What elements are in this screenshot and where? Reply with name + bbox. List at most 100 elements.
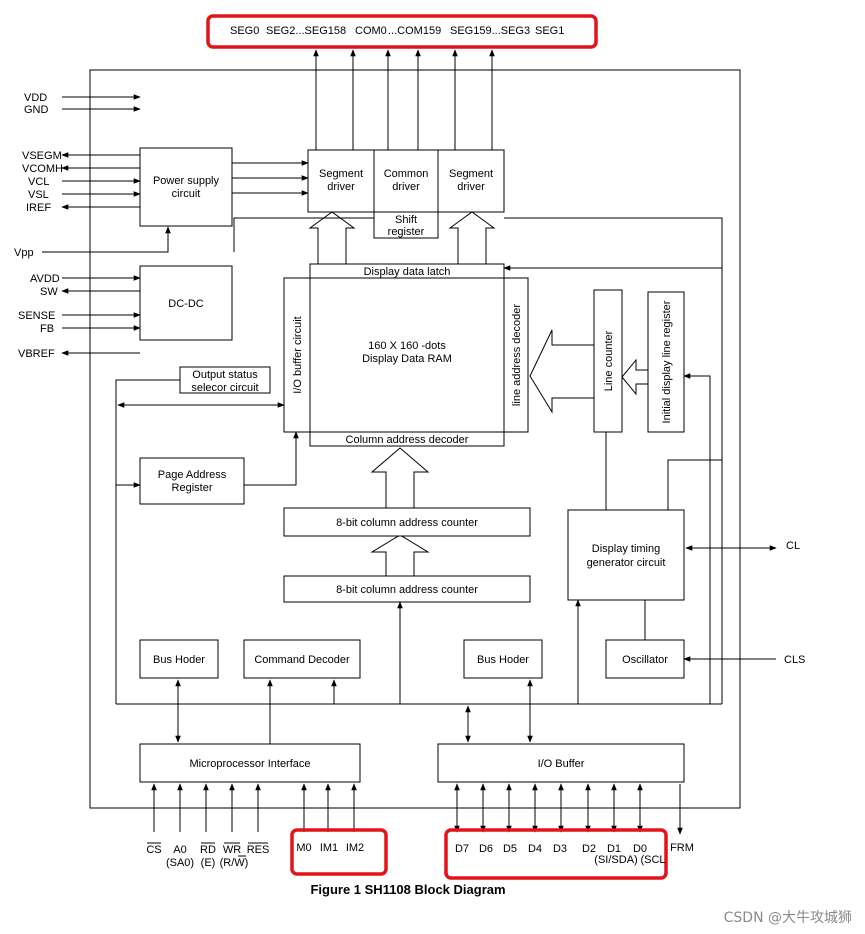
data-pins-highlight [444,828,668,880]
line-counter-to-decoder-arrow [529,329,595,414]
segment-driver-right [437,149,505,213]
bus-holder-right-label: Bus Hoder [477,654,529,666]
pin-vcomh: VCOMH [22,163,63,175]
pin-rw: (R/W) [220,857,249,869]
pin-sa0: (SA0) [166,857,194,869]
pin-sense: SENSE [18,310,55,322]
pin-avdd: AVDD [30,273,60,285]
shift-register [373,211,439,239]
page-address-label-1: Page Address [158,469,227,481]
common-driver-label-1: Common [384,168,429,180]
display-timing-label-1: Display timing [592,543,660,555]
line-counter-label: Line counter [603,330,615,391]
pin-a0: A0 [173,844,186,856]
ram-label-2: Display Data RAM [362,353,452,365]
bus-holder-left-label: Bus Hoder [153,654,205,666]
oscillator [605,639,685,679]
segment-driver-left [307,149,375,213]
io-buffer-circuit [283,277,311,433]
pin-wr: WR [223,844,241,856]
page-address-register [139,457,245,505]
output-status-label-2: selecor circuit [191,382,258,394]
counter-to-column-decoder-arrow [370,447,430,509]
power-supply-block [139,147,233,227]
pin-im2: IM2 [346,842,364,854]
data-pin-arrows [454,783,683,835]
pin-e: (E) [201,857,216,869]
initial-display-line-register-label: Initial display line register [661,300,673,423]
top-pin-seg2-158: SEG2...SEG158 [266,25,346,37]
top-pin-seg1: SEG1 [535,25,564,37]
io-buffer-circuit-label: I/O buffer circuit [292,316,304,393]
dc-dc-block [139,265,233,341]
pin-vcl: VCL [28,176,49,188]
column-counter-2-label: 8-bit column address counter [336,584,478,596]
column-counter-1 [283,507,531,537]
latch-to-right-driver-arrow [448,211,496,265]
left-pins: VDD GND VSEGM VCOMH VCL VSL IREF Vpp AVD… [14,92,171,360]
wire-page-to-io-buffer [244,431,299,486]
bus-holder-left [139,639,219,679]
top-pin-com159: ...COM159 [388,25,441,37]
segment-driver-right-label-1: Segment [449,168,493,180]
power-supply-label-2: circuit [172,188,201,200]
power-supply-label-1: Power supply [153,175,220,187]
pin-d1: D1 [607,843,621,855]
pin-cls: CLS [784,654,805,666]
counter2-to-counter1-arrow [370,534,430,577]
common-driver [373,149,439,213]
ram-label-1: 160 X 160 -dots [368,340,446,352]
driver-output-arrows [313,49,495,150]
pin-scl: (SCL [640,854,665,866]
pin-vdd: VDD [24,92,47,104]
control-wires [233,217,723,704]
microprocessor-interface-label: Microprocessor Interface [189,758,310,770]
pin-fb: FB [40,323,54,335]
wire-output-status [115,379,180,704]
initial-display-line-register [647,291,685,433]
wire-timing-to-latch [667,459,722,510]
pin-vsegm: VSEGM [22,150,62,162]
pin-vsl: VSL [28,189,49,201]
pin-d4: D4 [528,843,542,855]
oscillator-label: Oscillator [622,654,668,666]
display-timing-generator [567,509,685,601]
pin-cs: CS [146,844,161,856]
pin-cl: CL [786,540,800,552]
column-address-decoder-label: Column address decoder [346,434,469,446]
wire-to-init-register [683,373,711,704]
pin-vbref: VBREF [18,348,55,360]
segment-driver-left-label-2: driver [327,181,355,193]
line-counter [593,289,623,433]
common-driver-label-2: driver [392,181,420,193]
output-status-label-1: Output status [192,369,258,381]
shift-register-label-1: Shift [395,214,417,226]
segment-driver-left-label-1: Segment [319,168,363,180]
bus-holder-right [463,639,543,679]
interface-wires [175,679,533,744]
pin-si-sda: (SI/SDA) [594,854,637,866]
pin-d0: D0 [633,843,647,855]
display-data-latch-label: Display data latch [364,266,451,278]
pin-sw: SW [40,286,58,298]
pin-im1: IM1 [320,842,338,854]
pin-rd: RD [200,844,216,856]
pin-vpp: Vpp [14,247,34,259]
latch-to-left-driver-arrow [308,211,356,265]
power-to-driver-arrows [232,160,309,196]
io-buffer-label: I/O Buffer [538,758,585,770]
mode-pins-highlight [290,828,388,876]
top-pin-com0: COM0 [355,25,387,37]
top-pin-seg0: SEG0 [230,25,259,37]
figure-caption: Figure 1 SH1108 Block Diagram [310,882,505,897]
output-status-selector [179,366,271,394]
display-data-ram [309,277,505,433]
segment-driver-right-label-2: driver [457,181,485,193]
pin-d7: D7 [455,843,469,855]
pin-m0: M0 [296,842,311,854]
pin-gnd: GND [24,104,49,116]
pin-d6: D6 [479,843,493,855]
watermark: CSDN @大牛攻城狮 [724,910,852,926]
pin-frm: FRM [670,842,694,854]
